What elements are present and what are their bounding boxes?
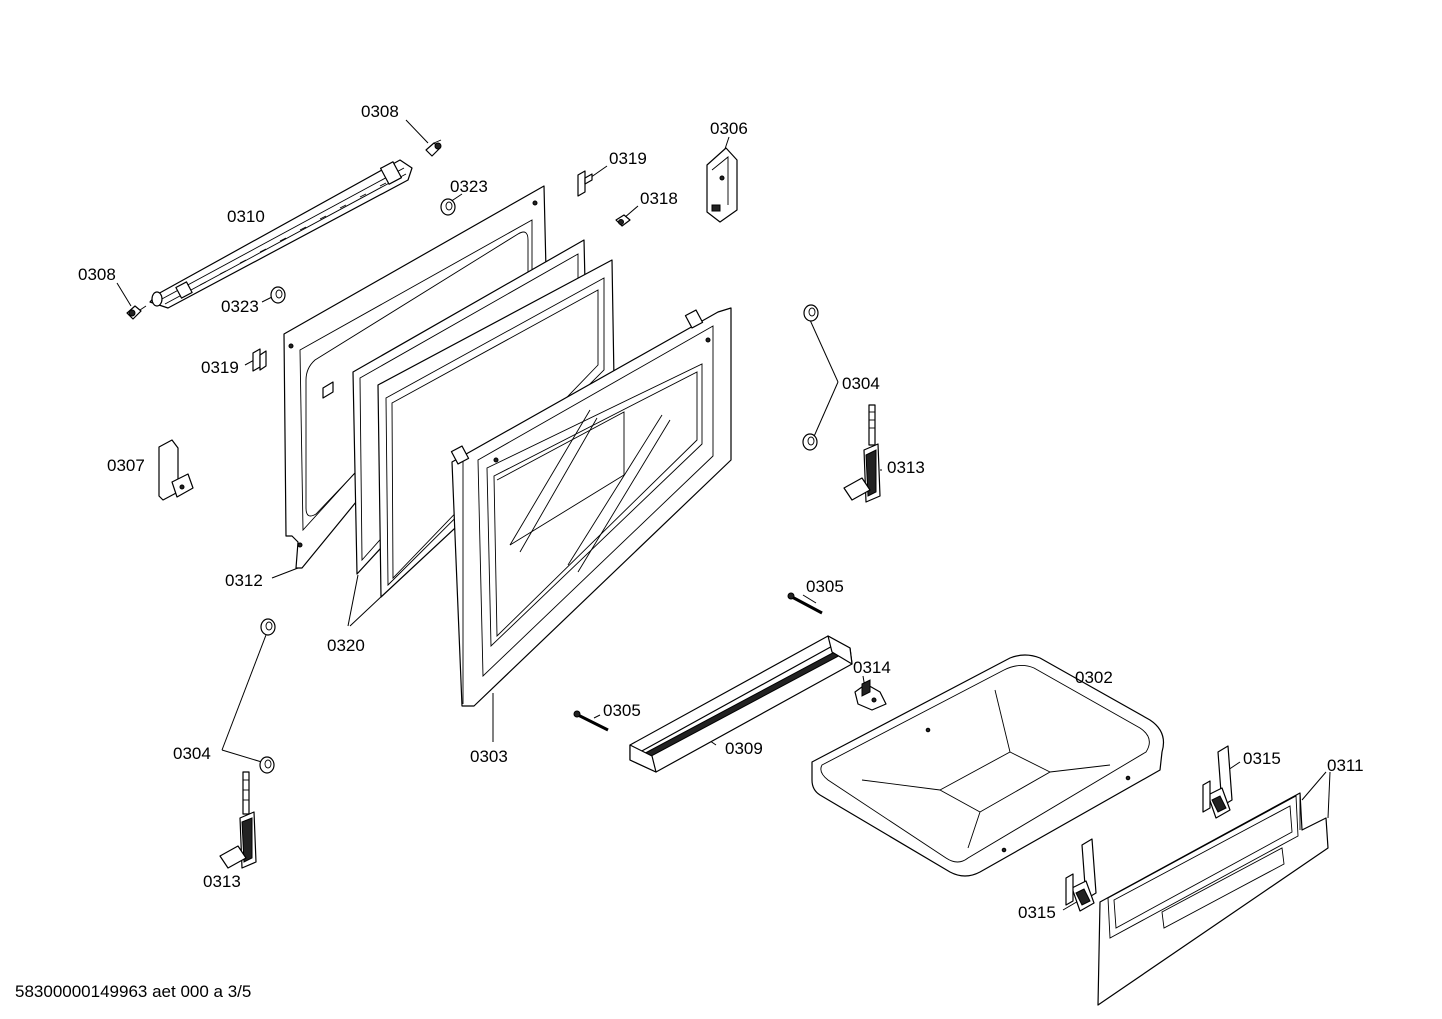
callout-0309: 0309: [725, 739, 763, 758]
callout-0319-left: 0319: [201, 358, 239, 377]
bracket-0314: [854, 679, 887, 711]
outer-door-0303: [450, 307, 732, 707]
callout-0304-right: 0304: [842, 374, 880, 393]
callout-0319-top: 0319: [609, 149, 647, 168]
screw-0308-left: [126, 305, 147, 320]
callout-0302: 0302: [1075, 668, 1113, 687]
callout-0306: 0306: [710, 119, 748, 138]
callout-0314: 0314: [853, 658, 891, 677]
callout-0305-left: 0305: [603, 701, 641, 720]
drawer-front-0311: [1097, 792, 1329, 1006]
callout-0310: 0310: [227, 207, 265, 226]
bumper-0323-left: [270, 286, 286, 304]
callout-0313-right: 0313: [887, 458, 925, 477]
screw-0305-right: [787, 592, 823, 615]
callout-0323-left: 0323: [221, 297, 259, 316]
drawer-runner-0315-left: [1065, 838, 1097, 912]
callout-0303: 0303: [470, 747, 508, 766]
bumper-0323-top: [440, 198, 456, 216]
bumper-0304-left-top: [260, 618, 276, 636]
callout-0308-left: 0308: [78, 265, 116, 284]
bumper-0304-left-bottom: [259, 756, 275, 774]
door-handle-0309: [629, 635, 853, 773]
callout-0304-left: 0304: [173, 744, 211, 763]
callout-0311: 0311: [1327, 756, 1364, 775]
callout-0305-right: 0305: [806, 577, 844, 596]
clip-0319-top: [577, 170, 593, 197]
callout-0323-top: 0323: [450, 177, 488, 196]
hinge-0313-left: [219, 771, 257, 869]
callout-0320: 0320: [327, 636, 365, 655]
clip-0318: [615, 214, 631, 227]
bumper-0304-right-top: [803, 304, 819, 322]
callout-0307: 0307: [107, 456, 145, 475]
drawer-tray-0302: [811, 654, 1165, 877]
bumper-0304-right-bottom: [802, 433, 818, 451]
callout-0312: 0312: [225, 571, 263, 590]
document-code: 58300000149963 aet 000 a 3/5: [15, 982, 251, 1001]
callout-0315-left: 0315: [1018, 903, 1056, 922]
screw-0308-top: [425, 139, 442, 157]
callout-0313-left: 0313: [203, 872, 241, 891]
callout-labels: 0308 0308 0310 0323 0323 0319 0319 0318 …: [78, 102, 1364, 922]
hinge-cover-0306: [706, 147, 738, 223]
hinge-cover-0307: [158, 439, 194, 501]
drawer-runner-0315-right: [1202, 745, 1233, 819]
callout-0308-top: 0308: [361, 102, 399, 121]
callout-0318: 0318: [640, 189, 678, 208]
top-trim-bar: [149, 159, 413, 309]
clip-0319-left: [252, 348, 267, 372]
screw-0305-left: [573, 710, 609, 732]
hinge-0313-right: [843, 404, 881, 503]
callout-0315-right: 0315: [1243, 749, 1281, 768]
